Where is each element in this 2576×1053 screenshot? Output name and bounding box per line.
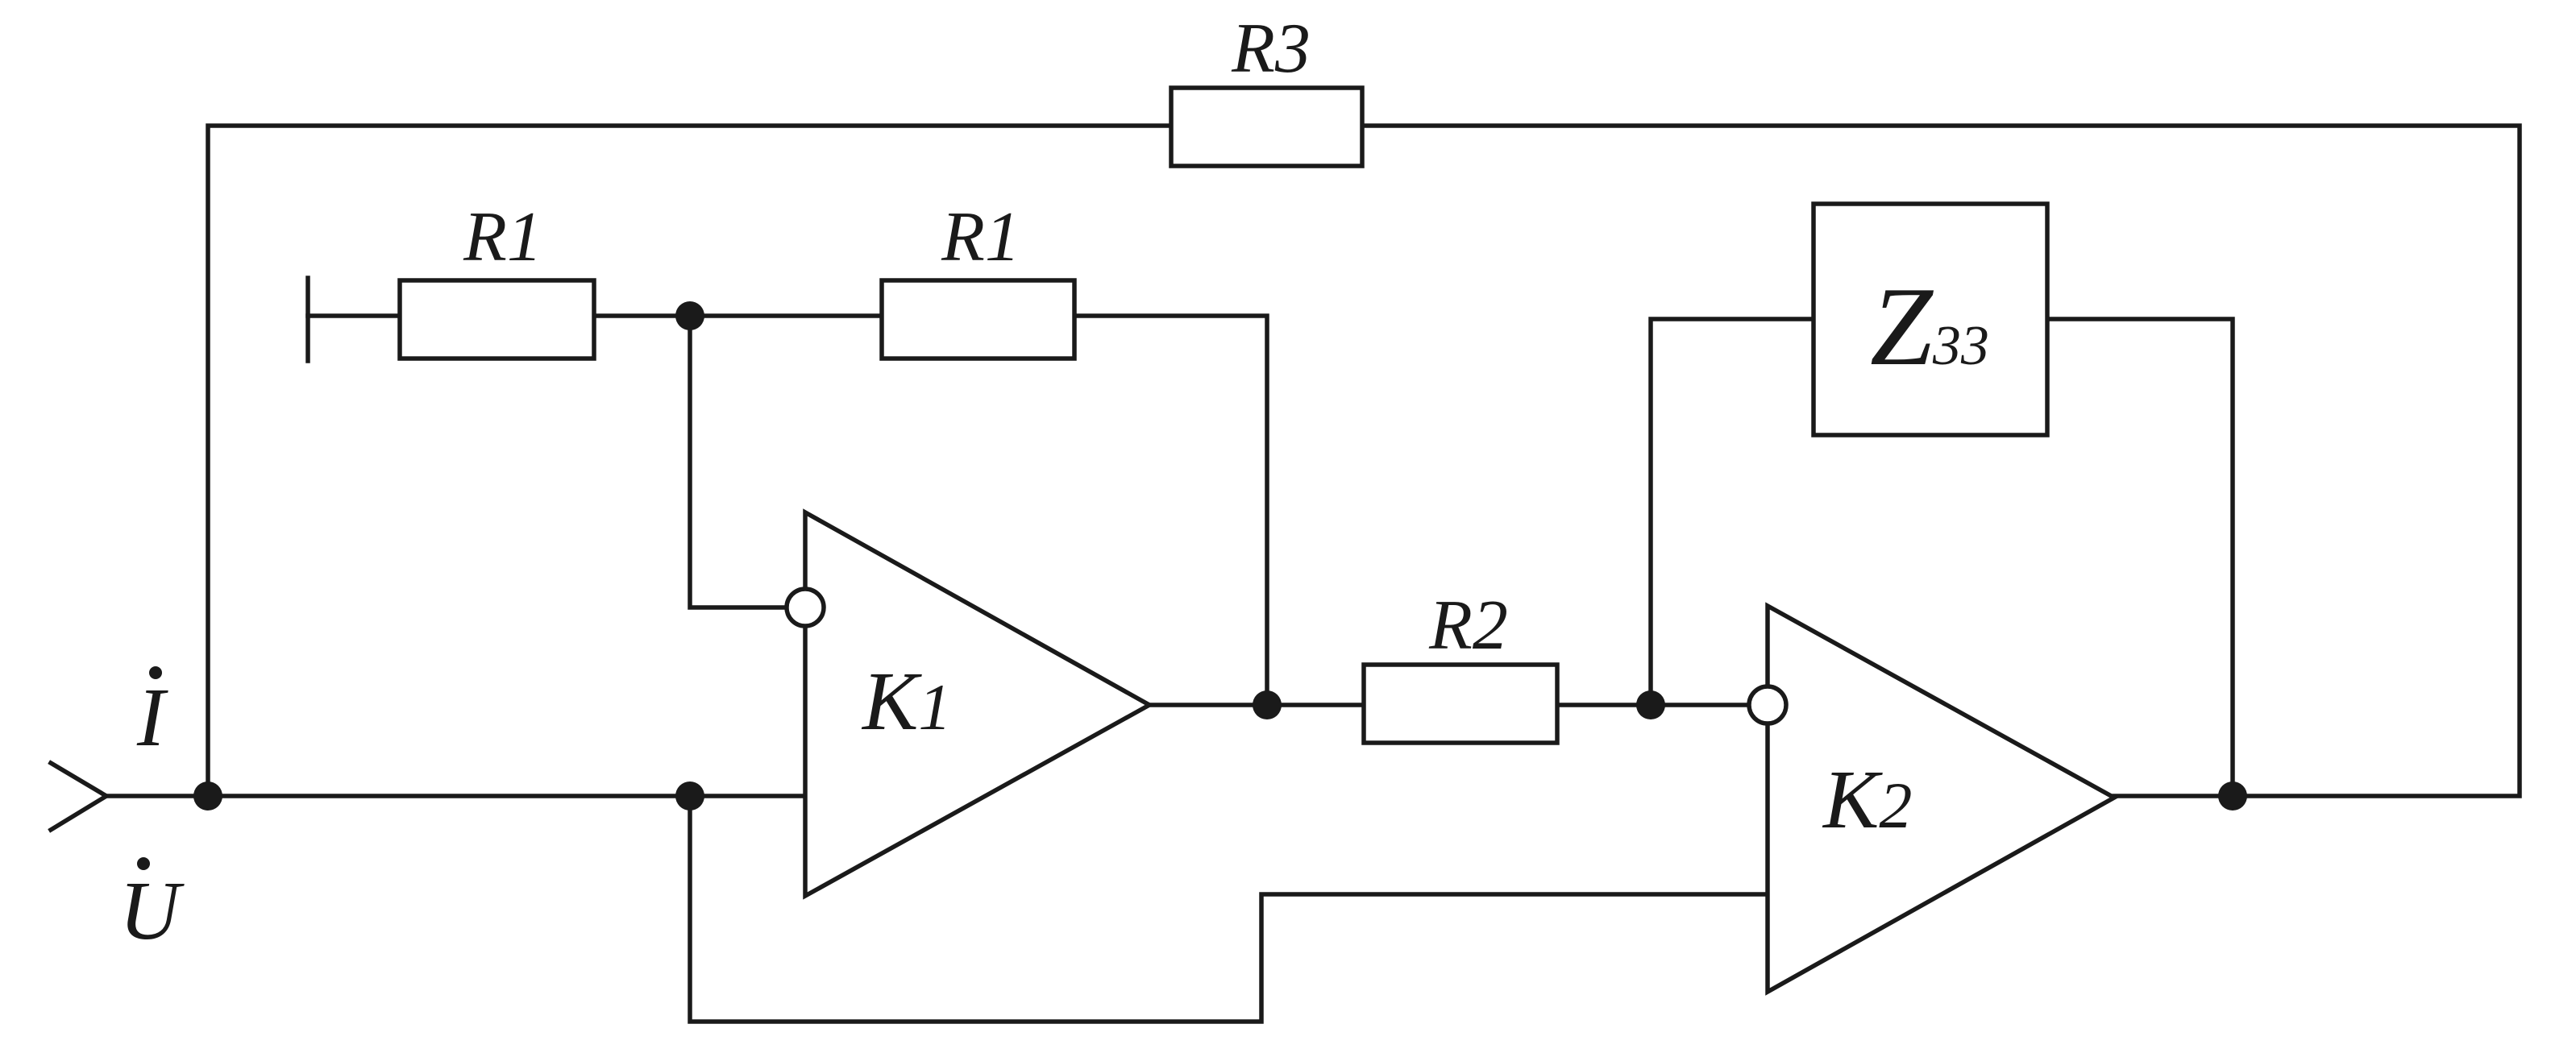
wire-k1-inverting bbox=[688, 313, 789, 610]
junction-dot bbox=[675, 781, 704, 810]
resistor-r1-left bbox=[397, 278, 596, 361]
wire-z33-left bbox=[1648, 317, 1816, 707]
junction-dot bbox=[1636, 690, 1665, 719]
impedance-z33 bbox=[1811, 201, 2050, 437]
label-r1-right: R1 bbox=[941, 198, 1020, 276]
resistor-r2 bbox=[1361, 662, 1560, 745]
label-k1: K1 bbox=[861, 655, 951, 748]
label-r2: R2 bbox=[1428, 587, 1508, 665]
resistor-r3 bbox=[1169, 85, 1365, 168]
label-voltage: U bbox=[119, 864, 185, 957]
wire-bottom-return bbox=[688, 794, 1768, 1024]
junction-dot bbox=[2218, 781, 2247, 810]
input-terminal-arrow-icon bbox=[48, 760, 111, 833]
inverting-input-circle-icon bbox=[784, 587, 826, 628]
label-r1-left: R1 bbox=[463, 198, 542, 276]
wire-r3-left bbox=[206, 123, 1174, 798]
opamp-k2 bbox=[1765, 602, 2119, 996]
resistor-r1-right bbox=[879, 278, 1077, 361]
wire-r3-right bbox=[1360, 123, 2522, 798]
inverting-input-circle-icon bbox=[1747, 684, 1789, 726]
dot-accent-icon bbox=[137, 857, 150, 870]
junction-dot bbox=[1253, 690, 1282, 719]
junction-dot bbox=[193, 781, 222, 810]
label-k2: K2 bbox=[1822, 753, 1912, 846]
label-z33: Z33 bbox=[1870, 264, 1989, 389]
wire-r1-feedback bbox=[1072, 313, 1269, 707]
label-r3: R3 bbox=[1231, 10, 1311, 88]
label-current: I bbox=[136, 671, 168, 764]
wire-z33-right bbox=[2045, 317, 2235, 798]
junction-dot bbox=[675, 301, 704, 330]
opamp-k1 bbox=[803, 508, 1154, 900]
dot-accent-icon bbox=[149, 666, 162, 679]
